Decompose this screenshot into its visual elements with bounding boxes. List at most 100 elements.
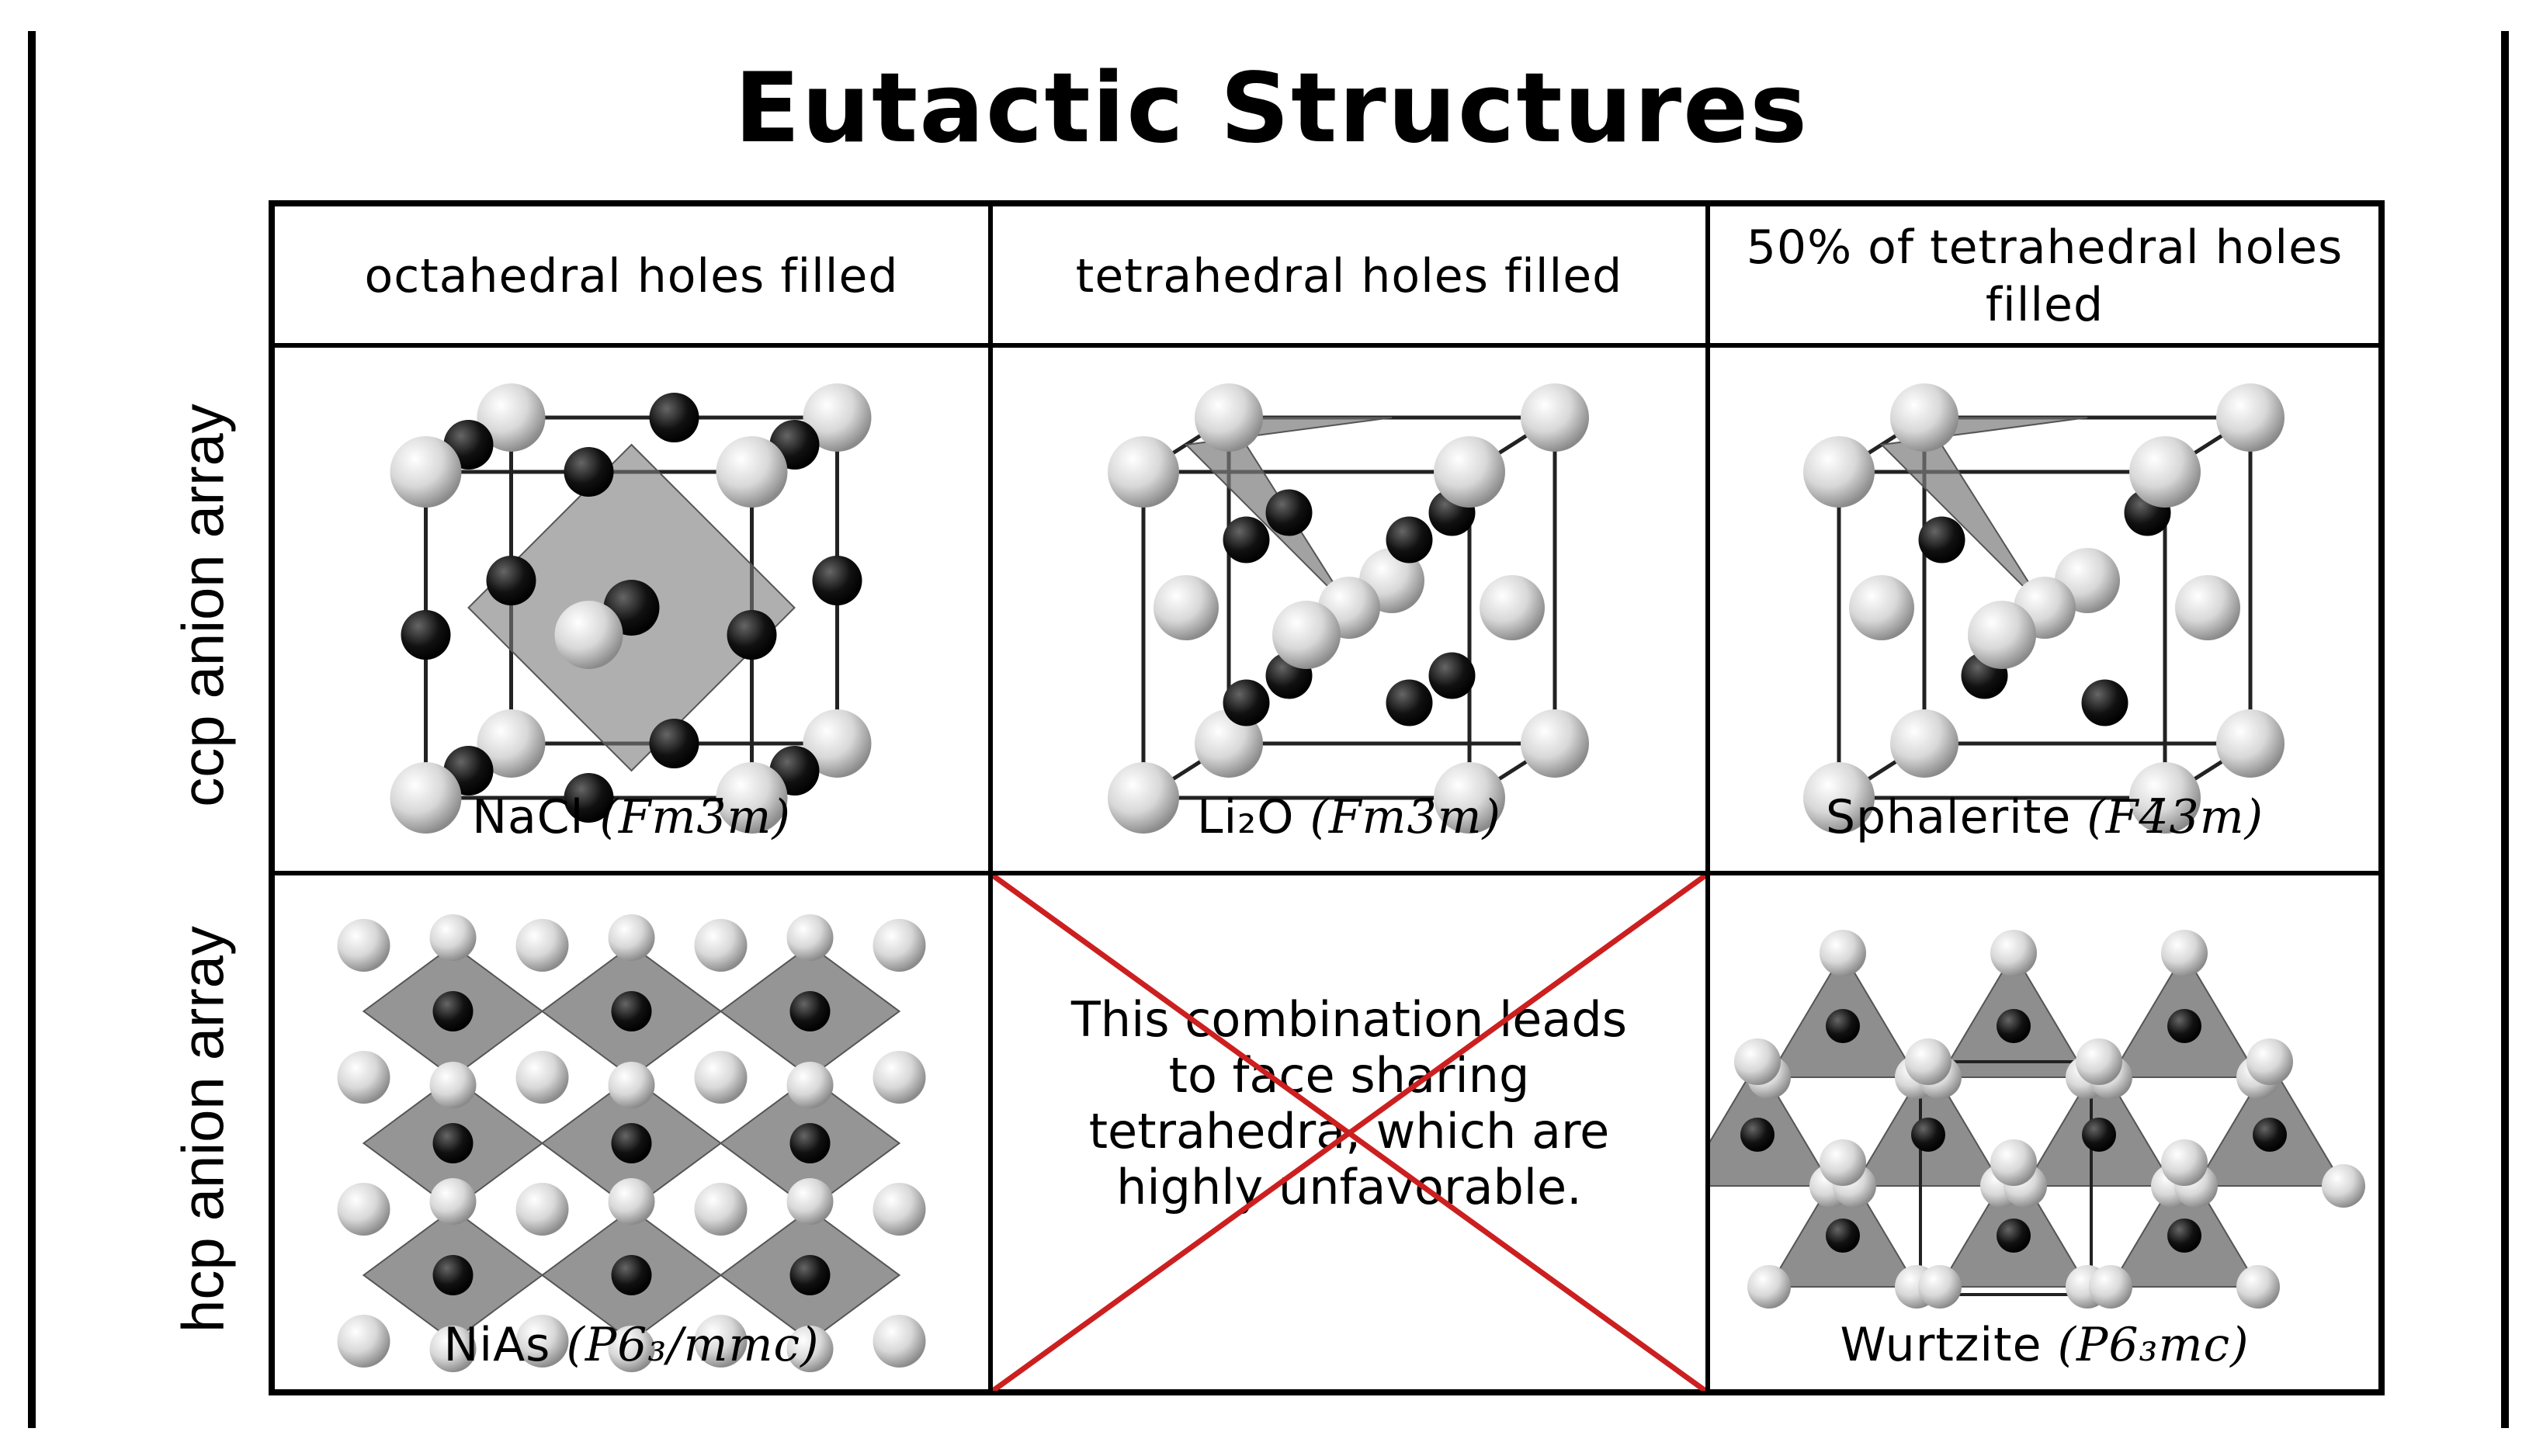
- anion-sphere: [1803, 436, 1875, 508]
- cell-sphalerite: Sphalerite (F4̄3m): [1710, 348, 2379, 871]
- header-half-tetrahedral: 50% of tetrahedral holes filled: [1746, 220, 2344, 332]
- anion-sphere: [1434, 762, 1505, 834]
- anion-sphere: [803, 709, 872, 778]
- anion-sphere: [2322, 1164, 2365, 1208]
- red-cross-mark: [993, 875, 1705, 1391]
- cation-sphere: [1826, 1219, 1860, 1253]
- anion-sphere: [515, 1183, 569, 1236]
- nias-structure-image: [337, 914, 926, 1372]
- anion-sphere: [337, 1183, 390, 1236]
- anion-sphere: [1195, 383, 1263, 452]
- anion-sphere: [786, 1178, 834, 1225]
- cation-sphere: [486, 556, 536, 605]
- anion-sphere: [429, 914, 477, 961]
- anion-sphere: [1480, 575, 1545, 640]
- cation-sphere: [564, 773, 614, 823]
- nias-formula: NiAs: [443, 1318, 551, 1372]
- anion-sphere: [2161, 1139, 2208, 1186]
- cation-sphere: [401, 610, 451, 660]
- anion-sphere: [716, 436, 788, 508]
- anion-sphere: [2129, 762, 2201, 834]
- wurtzite-structure-image: [1710, 930, 2365, 1309]
- anion-sphere: [1108, 436, 1179, 508]
- cation-sphere: [611, 1123, 652, 1163]
- anion-sphere: [2161, 930, 2208, 976]
- anion-sphere: [477, 709, 546, 778]
- anion-sphere: [1108, 762, 1179, 834]
- li2o-structure-image: [1108, 383, 1589, 834]
- li2o-caption: Li₂O (Fm3̄m): [993, 790, 1705, 844]
- cation-sphere: [611, 991, 652, 1031]
- anion-sphere: [1990, 930, 2037, 976]
- header-octahedral: octahedral holes filled: [364, 249, 899, 303]
- cation-sphere: [812, 556, 862, 605]
- anion-sphere: [786, 1062, 834, 1108]
- cation-sphere: [1918, 516, 1965, 563]
- cell-unfavorable: This combination leads to face sharing t…: [993, 875, 1705, 1391]
- nacl-formula: NaCl: [472, 790, 585, 844]
- anion-sphere: [608, 1326, 655, 1372]
- anion-sphere: [1803, 762, 1875, 834]
- nacl-space-group: (Fm3̄m): [599, 790, 791, 844]
- cation-sphere: [649, 393, 699, 442]
- right-border-bar: [2501, 31, 2509, 1428]
- page-title: Eutactic Structures: [734, 53, 1809, 165]
- anion-sphere: [2076, 1038, 2122, 1085]
- anion-sphere: [390, 436, 462, 508]
- wurtzite-formula: Wurtzite: [1840, 1318, 2042, 1372]
- anion-sphere: [1890, 709, 1958, 778]
- anion-sphere: [337, 1315, 390, 1368]
- cation-sphere: [1223, 679, 1270, 726]
- cation-sphere: [2167, 1219, 2201, 1253]
- cell-wurtzite: Wurtzite (P6₃mc): [1710, 875, 2379, 1391]
- anion-sphere: [694, 919, 748, 972]
- anion-sphere: [2216, 709, 2285, 778]
- anion-sphere: [337, 919, 390, 972]
- anion-sphere: [873, 1051, 926, 1104]
- anion-sphere: [1890, 383, 1958, 452]
- nias-caption: NiAs (P6₃/mmc): [275, 1318, 988, 1372]
- anion-sphere: [1747, 1265, 1791, 1309]
- anion-sphere: [608, 1178, 655, 1225]
- cation-sphere: [1428, 652, 1476, 699]
- anion-sphere: [2216, 383, 2285, 452]
- anion-sphere: [873, 1315, 926, 1368]
- anion-sphere: [1820, 1139, 1866, 1186]
- cation-sphere: [2081, 679, 2128, 726]
- anion-sphere: [1990, 1139, 2037, 1186]
- column-divider: [1705, 206, 1710, 1389]
- cation-sphere: [1826, 1009, 1860, 1043]
- cation-sphere: [649, 719, 699, 768]
- anion-sphere: [1154, 575, 1219, 640]
- cation-sphere: [564, 447, 614, 497]
- cation-sphere: [432, 1123, 474, 1163]
- anion-sphere: [1195, 709, 1263, 778]
- column-divider: [988, 206, 993, 1389]
- anion-sphere: [1918, 1265, 1962, 1309]
- anion-sphere: [2246, 1038, 2293, 1085]
- cation-sphere: [432, 1255, 474, 1295]
- wurtzite-space-group: (P6₃mc): [2057, 1318, 2250, 1372]
- anion-sphere: [515, 1315, 569, 1368]
- nacl-caption: NaCl (Fm3̄m): [275, 790, 988, 844]
- cell-nacl: NaCl (Fm3̄m): [275, 348, 988, 871]
- cation-sphere: [727, 610, 777, 660]
- cation-sphere: [1740, 1118, 1775, 1152]
- anion-sphere: [1434, 436, 1505, 508]
- anion-sphere: [2089, 1265, 2132, 1309]
- anion-sphere: [1849, 575, 1914, 640]
- row-label-ccp: ccp anion array: [170, 404, 237, 807]
- anion-sphere: [2129, 436, 2201, 508]
- anion-sphere: [1968, 601, 2036, 669]
- cation-sphere: [1386, 679, 1433, 726]
- anion-sphere: [2236, 1265, 2280, 1309]
- anion-sphere: [429, 1062, 477, 1108]
- cell-li2o: Li₂O (Fm3̄m): [993, 348, 1705, 871]
- cation-sphere: [1911, 1118, 1945, 1152]
- anion-sphere: [1521, 709, 1589, 778]
- anion-sphere: [337, 1051, 390, 1104]
- anion-sphere: [1905, 1038, 1951, 1085]
- sphalerite-formula: Sphalerite: [1825, 790, 2072, 844]
- li2o-formula: Li₂O: [1197, 790, 1295, 844]
- anion-sphere: [1521, 383, 1589, 452]
